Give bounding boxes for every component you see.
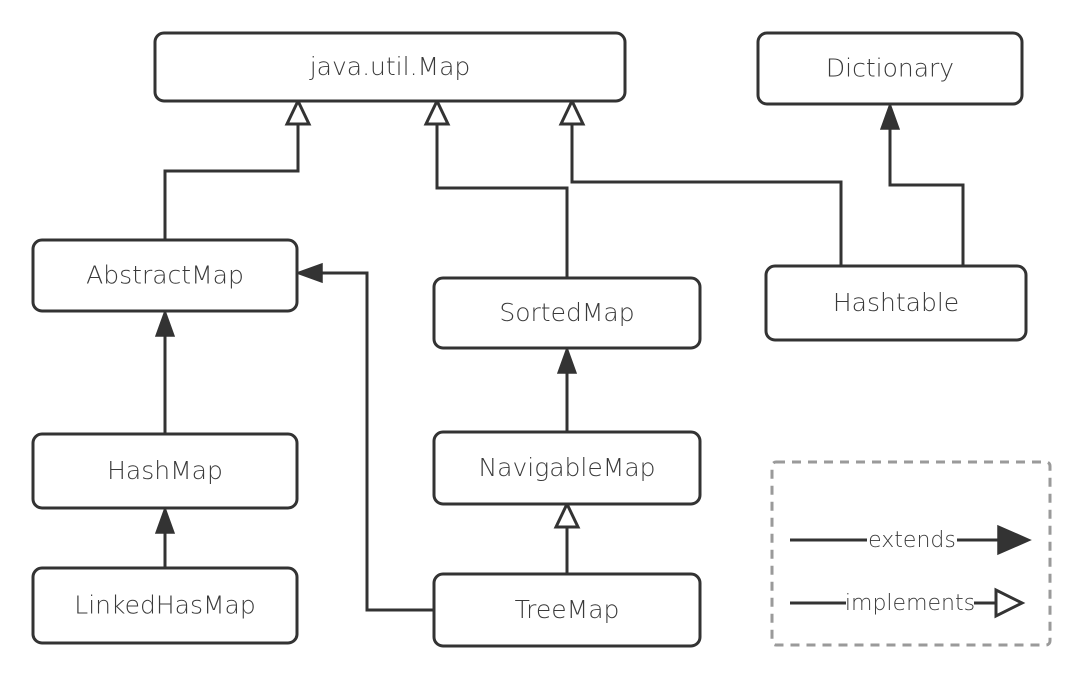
legend-arrowhead-extends-icon (997, 524, 1032, 556)
class-box-navigablemap[interactable]: NavigableMap (432, 430, 702, 506)
arrowhead-implements-icon (553, 500, 581, 529)
legend-border (770, 460, 1052, 647)
connector-treemap-extends-abstractmap (315, 271, 434, 612)
class-box-outline (31, 238, 299, 313)
class-box-label: Dictionary (826, 54, 954, 83)
class-box-outline (432, 572, 702, 648)
legend-extends: extends (790, 524, 1032, 556)
class-box-outline (31, 432, 299, 510)
arrowhead-extends-icon (154, 308, 176, 337)
legend-label: extends (868, 528, 956, 553)
class-box-label: LinkedHasMap (74, 591, 255, 620)
arrowhead-extends-icon (294, 262, 323, 284)
legend-arrowhead-implements-icon (994, 587, 1026, 619)
connector-hashtable-extends-dictionary (888, 122, 965, 266)
class-box-label: NavigableMap (478, 453, 655, 482)
class-box-dictionary[interactable]: Dictionary (756, 31, 1024, 106)
class-box-outline (432, 430, 702, 506)
class-box-treemap[interactable]: TreeMap (432, 572, 702, 648)
legend: extends implements (770, 460, 1052, 647)
class-box-outline (764, 264, 1028, 342)
class-box-hashmap[interactable]: HashMap (31, 432, 299, 510)
connector-sortedmap-implements-map (435, 118, 569, 278)
class-box-abstractmap[interactable]: AbstractMap (31, 238, 299, 313)
class-box-label: AbstractMap (86, 261, 244, 290)
class-box-hashtable[interactable]: Hashtable (764, 264, 1028, 342)
legend-label: implements (845, 591, 975, 616)
class-box-label: SortedMap (499, 298, 634, 327)
class-box-map[interactable]: java.util.Map (153, 31, 627, 103)
class-box-label: Hashtable (833, 288, 959, 317)
arrowhead-extends-icon (556, 345, 578, 374)
class-box-label: java.util.Map (309, 52, 471, 81)
arrowhead-implements-icon (284, 97, 312, 126)
arrowhead-extends-icon (879, 101, 901, 130)
class-box-label: TreeMap (515, 595, 620, 624)
class-box-linkedhasmap[interactable]: LinkedHasMap (31, 566, 299, 645)
class-box-outline (153, 31, 627, 103)
arrowhead-extends-icon (154, 505, 176, 534)
connector-abstractmap-implements-map (163, 118, 300, 240)
arrowhead-layer (154, 97, 901, 534)
class-box-outline (432, 276, 702, 350)
class-node-layer: java.util.Map DictionaryAbstractMapSorted… (31, 31, 1028, 648)
legend-implements: implements (790, 587, 1026, 619)
class-box-label: HashMap (107, 456, 223, 485)
class-box-outline (756, 31, 1024, 106)
connector-layer (163, 118, 965, 612)
class-box-sortedmap[interactable]: SortedMap (432, 276, 702, 350)
arrowhead-implements-icon (558, 97, 586, 126)
arrowhead-implements-icon (423, 97, 451, 126)
class-box-outline (31, 566, 299, 645)
connector-hashtable-implements-map (570, 118, 843, 266)
